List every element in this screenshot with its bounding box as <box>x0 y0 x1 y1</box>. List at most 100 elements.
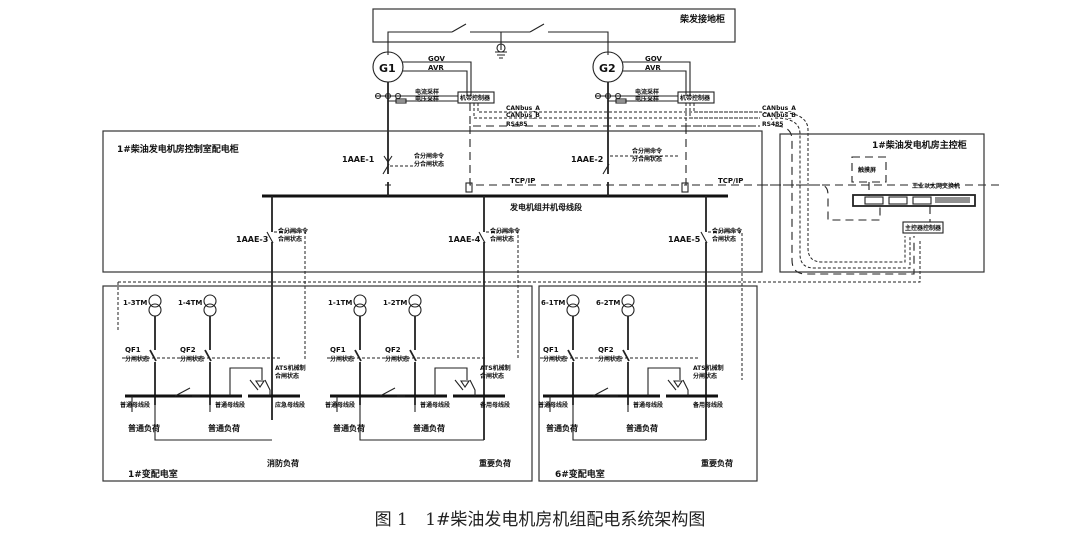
substation-6-frame <box>538 285 758 482</box>
ats-switch-icon <box>647 367 689 396</box>
substation-section-1: 1-3TMQF1分闸状态1-4TMQF2分闸状态ATS机械制合闸状态普通母线段普… <box>120 294 306 468</box>
transformer-icon <box>566 303 580 317</box>
breaker-id: QF2 <box>180 346 196 354</box>
breaker-1aae-4-cmd: 合分闸命令 <box>490 227 521 235</box>
transformer-icon <box>621 303 635 317</box>
rs485-line <box>469 103 760 127</box>
ats-switch-icon <box>434 367 476 396</box>
bus-tie-switch <box>379 387 405 397</box>
breaker-1aae-2-cmd: 合分闸命令 <box>632 147 663 155</box>
substations: 1-3TMQF1分闸状态1-4TMQF2分闸状态ATS机械制合闸状态普通母线段普… <box>120 294 733 468</box>
main-control-cabinet: 1#柴油发电机房主控柜 触摸屏 工业以太网交换机 主控器控制器 <box>760 133 985 273</box>
ats-interlock-icon <box>254 380 266 388</box>
breaker-1aae-2-id: 1AAE-2 <box>571 155 603 164</box>
g1-voltage-sampling-label: 电压采样 <box>415 95 439 103</box>
ground-symbol-icon <box>495 32 507 59</box>
busbar-label: 普通母线段 <box>633 401 663 409</box>
breaker-1aae-3-status: 合闸状态 <box>278 235 302 243</box>
breaker-1aae-5-id: 1AAE-5 <box>668 235 701 244</box>
transformer-label: 1-3TM <box>123 299 147 307</box>
control-panel-label: 1#柴油发电机房控制室配电柜 <box>117 143 239 155</box>
transformer-icon <box>408 303 422 317</box>
g2-avr-label: AVR <box>645 64 661 72</box>
g1-sampling-lines <box>376 95 458 102</box>
generator-g1-id: G1 <box>379 62 396 75</box>
busbar-label: 发电机组并机母线段 <box>509 202 582 212</box>
generator-g2: G2 GOV AVR 电流采样 电压采样 机带控制器 <box>592 51 715 160</box>
ats-status: 分闸状态 <box>693 372 717 380</box>
breaker-1aae-5-cmd: 合分闸命令 <box>712 227 743 235</box>
g2-comm-lines <box>685 103 760 127</box>
load-label: 普通负荷 <box>333 423 365 433</box>
breaker-1aae-1: 1AAE-1 合分闸命令 分合闸状态 <box>342 152 445 196</box>
canbus-b-label: CANbus_B <box>506 112 540 119</box>
transformer-icon <box>621 294 635 308</box>
g2-sampling-lines <box>596 95 678 102</box>
transformer-feeder <box>149 316 157 405</box>
load-label: 普通负荷 <box>208 423 240 433</box>
transformer-label: 1-1TM <box>328 299 352 307</box>
busbar-label: 普通母线段 <box>538 401 568 409</box>
transformer-icon <box>353 303 367 317</box>
transformer-feeder <box>567 316 575 405</box>
signal-bus-line <box>117 240 921 330</box>
substation-1-label: 1#变配电室 <box>128 468 178 480</box>
busbar-label: 普通母线段 <box>120 401 150 409</box>
rs485-label-2: RS485 <box>762 121 783 128</box>
bus-tie-switch <box>174 387 200 397</box>
load-feeders <box>336 396 484 441</box>
breaker-1aae-2-status: 分合闸状态 <box>632 155 662 163</box>
breaker-id: QF1 <box>330 346 346 354</box>
breaker-status: 分闸状态 <box>180 355 204 363</box>
tcpip-to-switch <box>760 184 881 221</box>
load-label: 重要负荷 <box>479 458 511 468</box>
ats-label: ATS机械制 <box>275 364 306 372</box>
g1-gov-label: GOV <box>428 55 446 63</box>
figure-title: 1#柴油发电机房机组配电系统架构图 <box>425 510 706 530</box>
substation-1-frame <box>102 285 533 482</box>
breaker-1aae-2: 1AAE-2 合分闸命令 分合闸状态 <box>571 147 680 196</box>
bus-tie-switch <box>592 387 618 397</box>
breaker-1aae-4: 1AAE-4 合分闸命令 合闸状态 <box>448 196 521 440</box>
tcpip-label: TCP/IP <box>510 177 535 185</box>
busbar-label: 普通母线段 <box>325 401 355 409</box>
ground-cabinet-label: 柴发接地柜 <box>679 13 725 25</box>
substation-section-2: 1-1TMQF1分闸状态1-2TMQF2分闸状态ATS机械制合闸状态普通母线段普… <box>325 294 511 468</box>
load-label: 普通负荷 <box>626 423 658 433</box>
breaker-id: QF2 <box>385 346 401 354</box>
transformer-icon <box>566 294 580 308</box>
ground-cabinet-frame <box>372 8 736 43</box>
breaker-status: 分闸状态 <box>385 355 409 363</box>
g1-controller-label: 机带控制器 <box>460 94 491 102</box>
g2-gov-avr-lines <box>622 61 691 96</box>
g1-gov-avr-lines <box>402 61 472 96</box>
rs485-label: RS485 <box>506 121 527 128</box>
switch-ports-icon <box>864 196 970 205</box>
main-controller-box <box>902 221 944 234</box>
touchscreen-label: 触摸屏 <box>857 166 876 174</box>
load-feeders <box>131 396 272 441</box>
busbar-label: 普通母线段 <box>420 401 450 409</box>
busbar-label: 备用母线段 <box>479 401 510 409</box>
g2-voltage-sampling-label: 电压采样 <box>635 95 659 103</box>
busbar-label: 普通母线段 <box>215 401 245 409</box>
breaker-1aae-1-status: 分合闸状态 <box>414 160 444 168</box>
transformer-icon <box>203 303 217 317</box>
breaker-status: 分闸状态 <box>330 355 354 363</box>
substation-6-label: 6#变配电室 <box>555 468 605 480</box>
ground-resistor-icon <box>496 43 506 53</box>
main-control-frame <box>779 133 985 273</box>
transformer-feeder <box>622 316 630 405</box>
canbus-a-label: CANbus_A <box>506 105 540 112</box>
tcpip-label-2: TCP/IP <box>718 177 743 185</box>
g2-gov-label: GOV <box>645 55 663 63</box>
transformer-icon <box>353 294 367 308</box>
breaker-1aae-4-id: 1AAE-4 <box>448 235 481 244</box>
g1-current-sampling-label: 电流采样 <box>415 88 439 96</box>
transformer-label: 1-2TM <box>383 299 407 307</box>
ats-label: ATS机械制 <box>693 364 724 372</box>
control-panel-frame <box>102 130 763 273</box>
generator-g2-id: G2 <box>599 62 616 75</box>
g2-current-sampling-label: 电流采样 <box>635 88 659 96</box>
